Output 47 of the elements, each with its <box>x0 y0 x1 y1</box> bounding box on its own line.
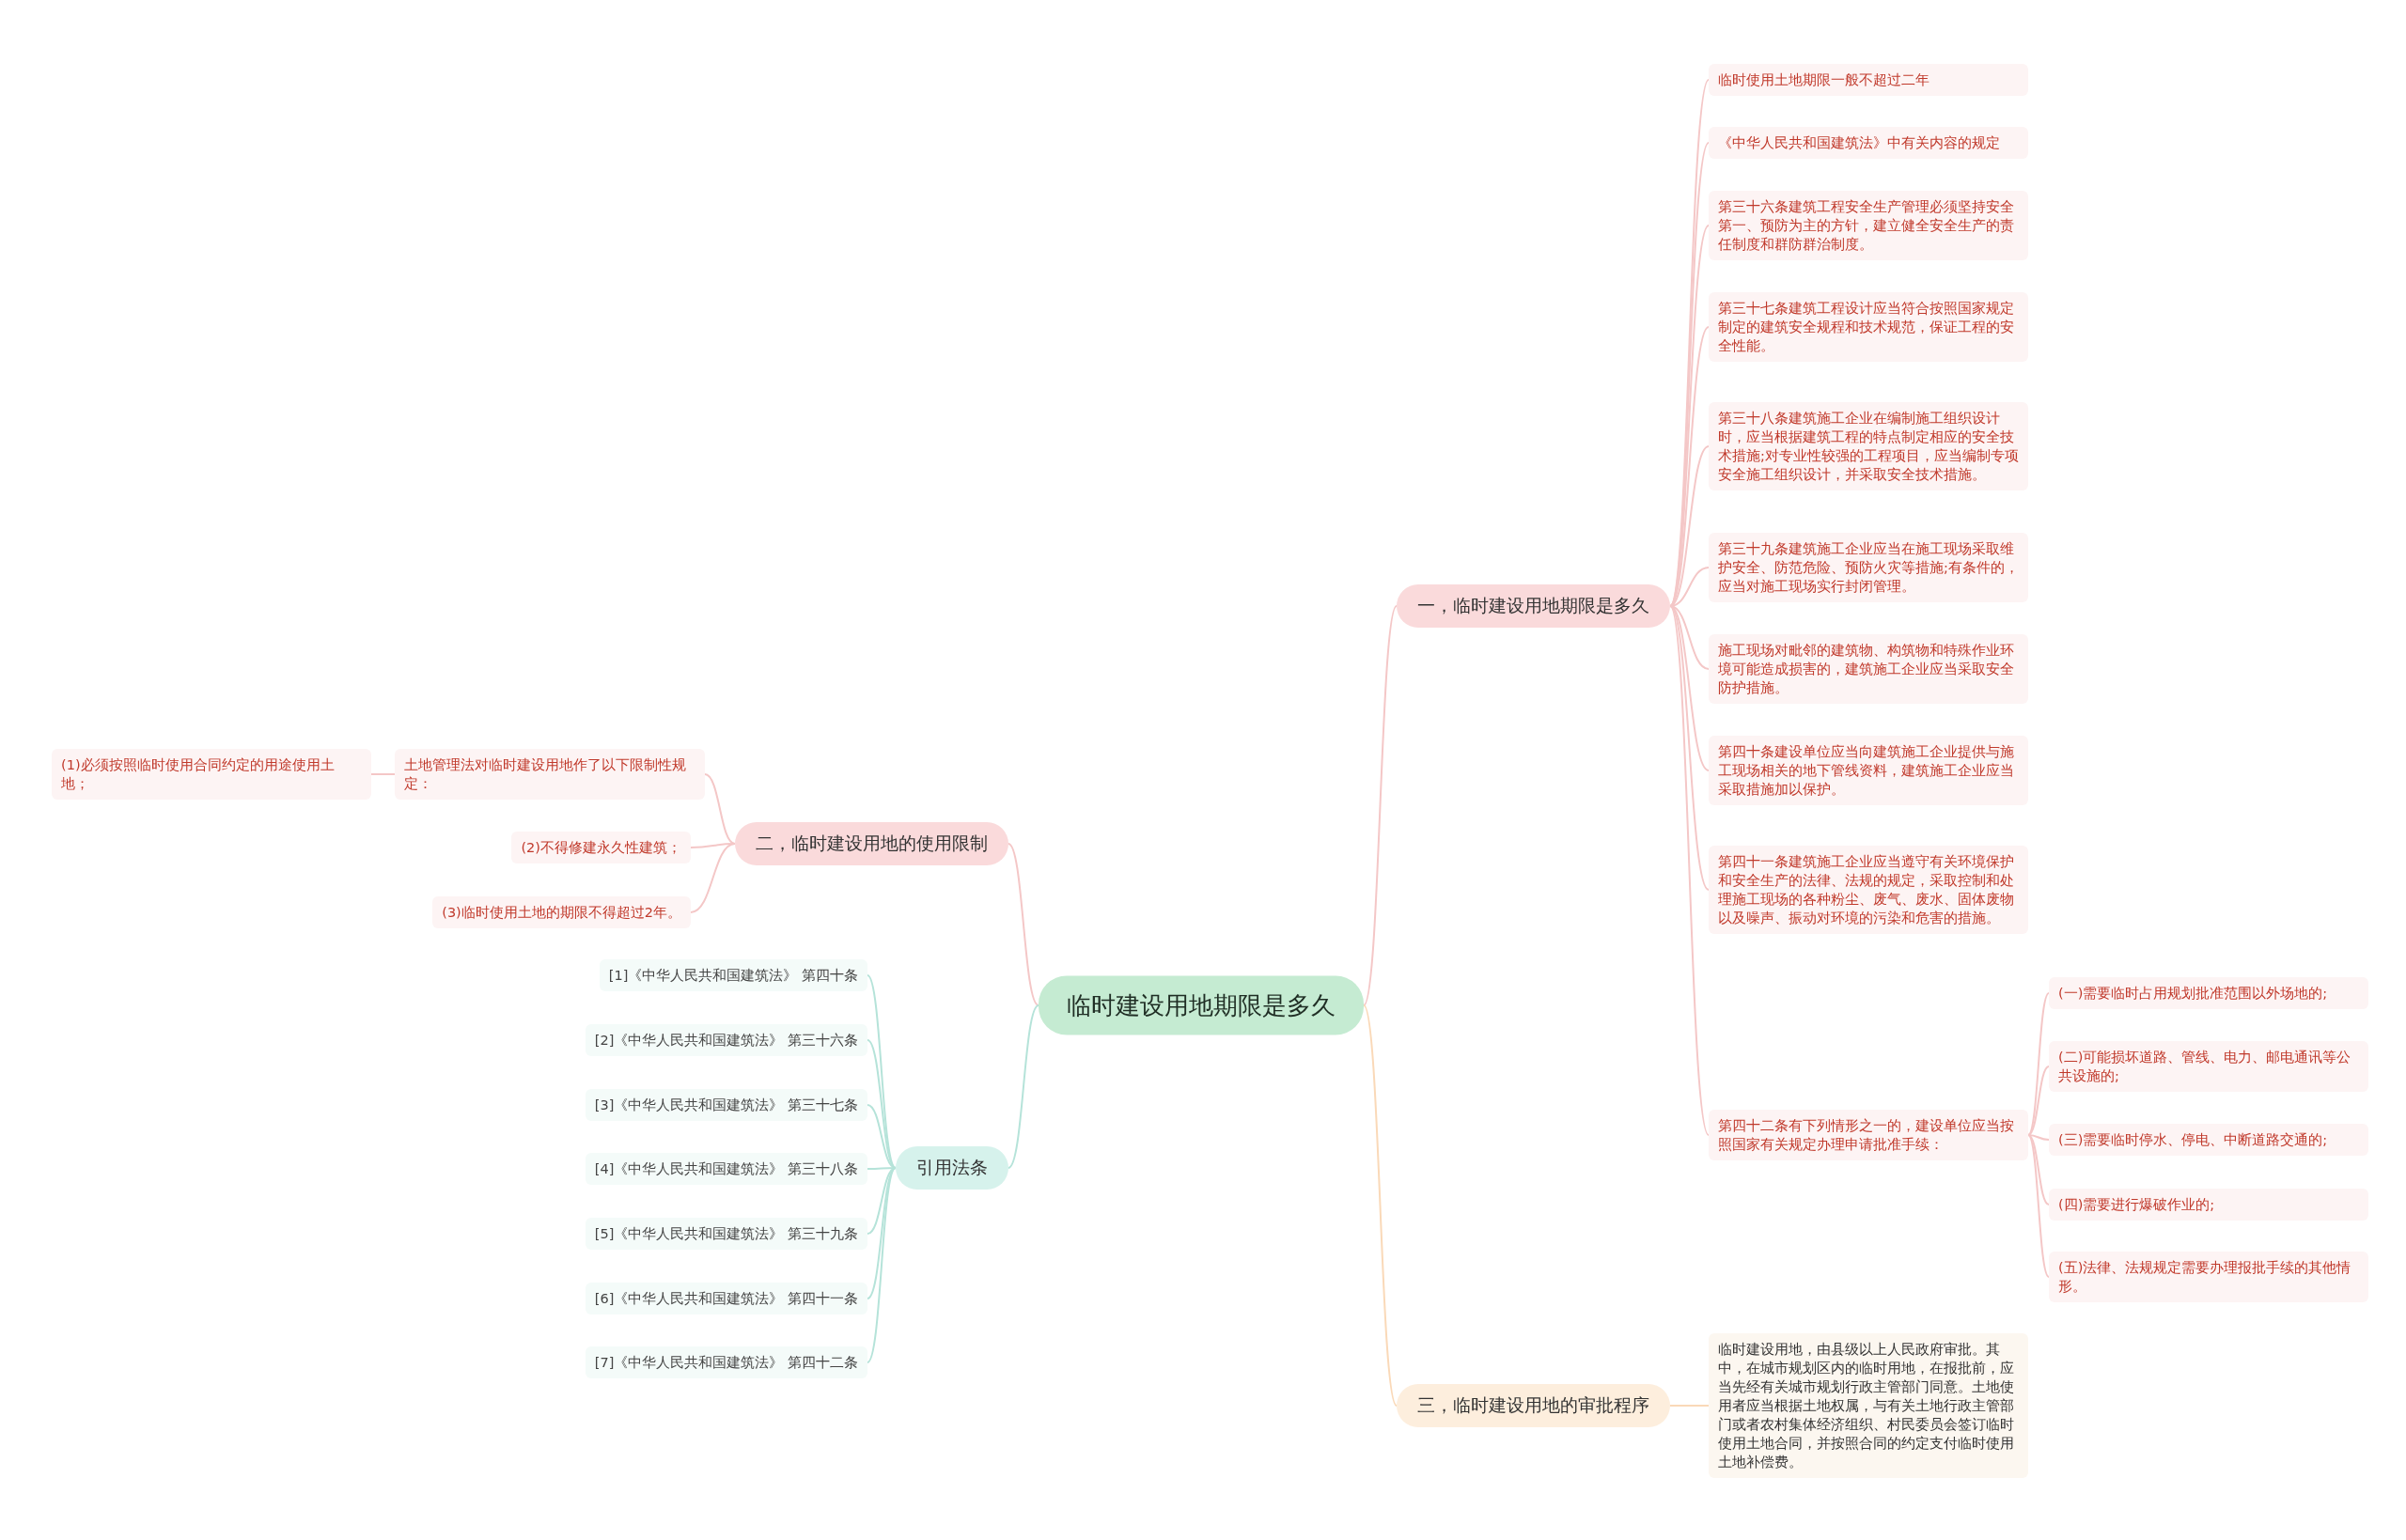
leaf-topic: 第四十一条建筑施工企业应当遵守有关环境保护和安全生产的法律、法规的规定，采取控制和处理施工现场的各种粉尘、废气、废水、固体废物以及噪声、振动对环境的污染和危害的措施。 <box>1709 846 2028 934</box>
leaf-topic: 第三十七条建筑工程设计应当符合按照国家规定制定的建筑安全规程和技术规范，保证工程的安全性能。 <box>1709 292 2028 362</box>
leaf-topic: (1)必须按照临时使用合同约定的用途使用土地； <box>52 749 371 800</box>
leaf-topic: 临时使用土地期限一般不超过二年 <box>1709 64 2028 96</box>
connector-line <box>1008 843 1039 1006</box>
connector-line <box>2027 1134 2050 1206</box>
leaf-topic: [5]《中华人民共和国建筑法》 第三十九条 <box>585 1218 867 1250</box>
leaf-topic: (四)需要进行爆破作业的; <box>2049 1189 2368 1221</box>
leaf-topic: 第四十条建设单位应当向建筑施工企业提供与施工现场相关的地下管线资料，建筑施工企业应当采取措施加以保护。 <box>1709 736 2028 805</box>
leaf-topic: (五)法律、法规规定需要办理报批手续的其他情形。 <box>2049 1252 2368 1302</box>
leaf-topic: [1]《中华人民共和国建筑法》 第四十条 <box>599 959 867 991</box>
connector-line <box>1669 605 1710 1136</box>
connector-line <box>2027 1134 2050 1141</box>
leaf-topic: [4]《中华人民共和国建筑法》 第三十八条 <box>585 1153 867 1185</box>
leaf-topic: 临时建设用地，由县级以上人民政府审批。其中，在城市规划区内的临时用地，在报批前，应当先经有关城市规划行政主管部门同意。土地使用者应当根据土地权属，与有关土地行政主管部门或者农村集体经济组织、村民委员会签订临时使用土地合同，并按照合同的约定支付临时使用土地补偿费。 <box>1709 1333 2028 1478</box>
connector-line <box>867 1167 897 1363</box>
leaf-topic: 土地管理法对临时建设用地作了以下限制性规定： <box>395 749 705 800</box>
connector-line <box>1669 1405 1710 1407</box>
leaf-topic: (三)需要临时停水、停电、中断道路交通的; <box>2049 1124 2368 1156</box>
leaf-topic: 第四十二条有下列情形之一的，建设单位应当按照国家有关规定办理申请批准手续： <box>1709 1110 2028 1160</box>
connector-line <box>370 773 396 775</box>
leaf-topic: (二)可能损坏道路、管线、电力、邮电通讯等公共设施的; <box>2049 1041 2368 1092</box>
leaf-topic: [3]《中华人民共和国建筑法》 第三十七条 <box>585 1089 867 1121</box>
branch-topic: 二，临时建设用地的使用限制 <box>735 822 1008 865</box>
branch-topic: 引用法条 <box>896 1146 1008 1190</box>
connector-line <box>2027 992 2050 1136</box>
leaf-topic: (3)临时使用土地的期限不得超过2年。 <box>432 896 691 928</box>
leaf-topic: 第三十九条建筑施工企业应当在施工现场采取维护安全、防范危险、预防火灾等措施;有条件的，应当对施工现场实行封闭管理。 <box>1709 533 2028 602</box>
leaf-topic: [2]《中华人民共和国建筑法》 第三十六条 <box>585 1024 867 1056</box>
leaf-topic: 施工现场对毗邻的建筑物、构筑物和特殊作业环境可能造成损害的，建筑施工企业应当采取安全防护措施。 <box>1709 634 2028 704</box>
leaf-topic: (2)不得修建永久性建筑； <box>511 832 691 863</box>
leaf-topic: 第三十六条建筑工程安全生产管理必须坚持安全第一、预防为主的方针，建立健全安全生产的责任制度和群防群治制度。 <box>1709 191 2028 260</box>
leaf-topic: (一)需要临时占用规划批准范围以外场地的; <box>2049 977 2368 1009</box>
connector-line <box>690 843 736 913</box>
leaf-topic: [7]《中华人民共和国建筑法》 第四十二条 <box>585 1346 867 1378</box>
connector-line <box>1008 1004 1039 1169</box>
connector-line <box>1363 1004 1398 1407</box>
leaf-topic: 第三十八条建筑施工企业在编制施工组织设计时，应当根据建筑工程的特点制定相应的安全技术措施;对专业性较强的工程项目，应当编制专项安全施工组织设计，并采取安全技术措施。 <box>1709 402 2028 490</box>
leaf-topic: [6]《中华人民共和国建筑法》 第四十一条 <box>585 1283 867 1314</box>
branch-topic: 一，临时建设用地期限是多久 <box>1397 584 1670 628</box>
leaf-topic: 《中华人民共和国建筑法》中有关内容的规定 <box>1709 127 2028 159</box>
connector-line <box>704 773 736 845</box>
branch-topic: 三，临时建设用地的审批程序 <box>1397 1384 1670 1427</box>
connector-line <box>2027 1066 2050 1136</box>
connector-line <box>2027 1134 2050 1278</box>
central-topic: 临时建设用地期限是多久 <box>1039 975 1364 1035</box>
connector-line <box>1363 605 1398 1006</box>
